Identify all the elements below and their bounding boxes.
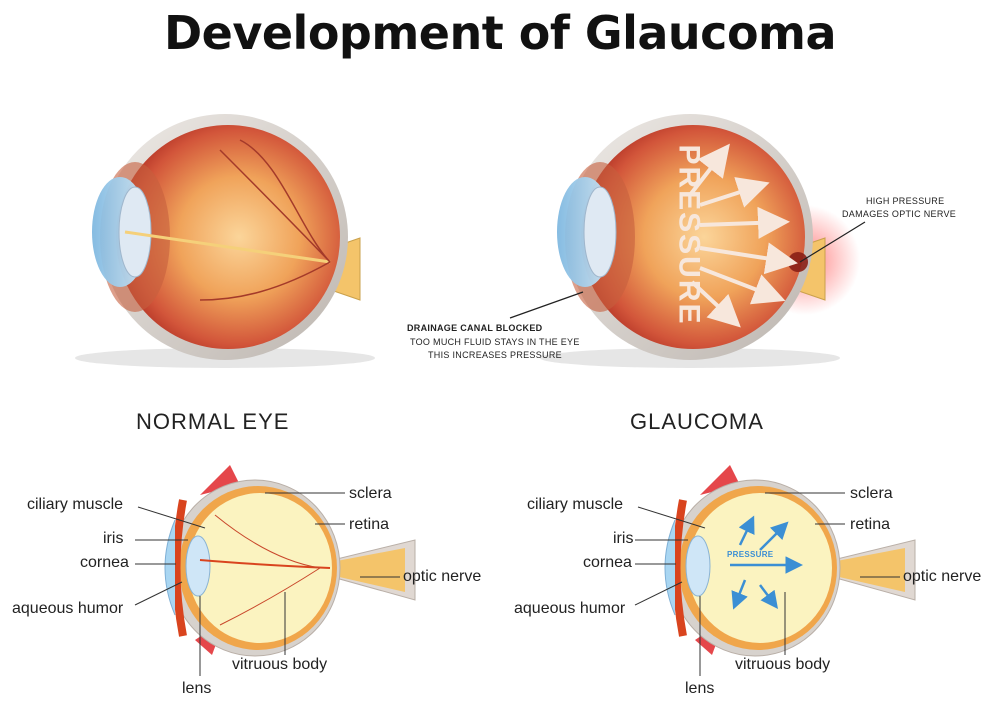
- label-iris: iris: [103, 530, 124, 547]
- drainage-callout-title: DRAINAGE CANAL BLOCKED: [407, 323, 543, 333]
- eyeball-interior: [116, 125, 340, 349]
- label-aqueous-humor: aqueous humor: [514, 600, 626, 617]
- pressure-diagram-label: PRESSURE: [727, 550, 774, 559]
- label-lens: lens: [182, 680, 212, 697]
- drainage-callout-line1: TOO MUCH FLUID STAYS IN THE EYE: [410, 337, 580, 347]
- label-cornea: cornea: [80, 554, 129, 571]
- label-ciliary-muscle: ciliary muscle: [527, 496, 624, 513]
- page-title: Development of Glaucoma: [163, 6, 837, 60]
- label-optic-nerve: optic nerve: [903, 568, 982, 585]
- label-ciliary-muscle: ciliary muscle: [27, 496, 124, 513]
- label-lens: lens: [685, 680, 715, 697]
- label-optic-nerve: optic nerve: [403, 568, 482, 585]
- pressure-arrows-diagram: [730, 515, 803, 610]
- optic-callout-line1: HIGH PRESSURE: [866, 196, 945, 206]
- normal-eye-heading: NORMAL EYE: [136, 409, 290, 434]
- label-aqueous-humor: aqueous humor: [12, 600, 124, 617]
- label-vitruous-body: vitruous body: [735, 656, 831, 673]
- normal-eye-diagram: [134, 465, 416, 676]
- label-retina: retina: [349, 516, 390, 533]
- glaucoma-eye-3d: [509, 114, 866, 368]
- drainage-callout-line2: THIS INCREASES PRESSURE: [428, 350, 562, 360]
- normal-eye-3d: [75, 114, 375, 368]
- label-sclera: sclera: [349, 485, 392, 502]
- label-sclera: sclera: [850, 485, 893, 502]
- label-vitruous-body: vitruous body: [232, 656, 328, 673]
- label-retina: retina: [850, 516, 891, 533]
- label-iris: iris: [613, 530, 634, 547]
- pressure-arrows: [688, 143, 798, 328]
- label-cornea: cornea: [583, 554, 632, 571]
- optic-callout-line2: DAMAGES OPTIC NERVE: [842, 209, 957, 219]
- glaucoma-eye-diagram: [634, 465, 916, 676]
- glaucoma-heading: GLAUCOMA: [630, 409, 764, 434]
- pressure-overlay-text: PRESSURE: [672, 144, 706, 326]
